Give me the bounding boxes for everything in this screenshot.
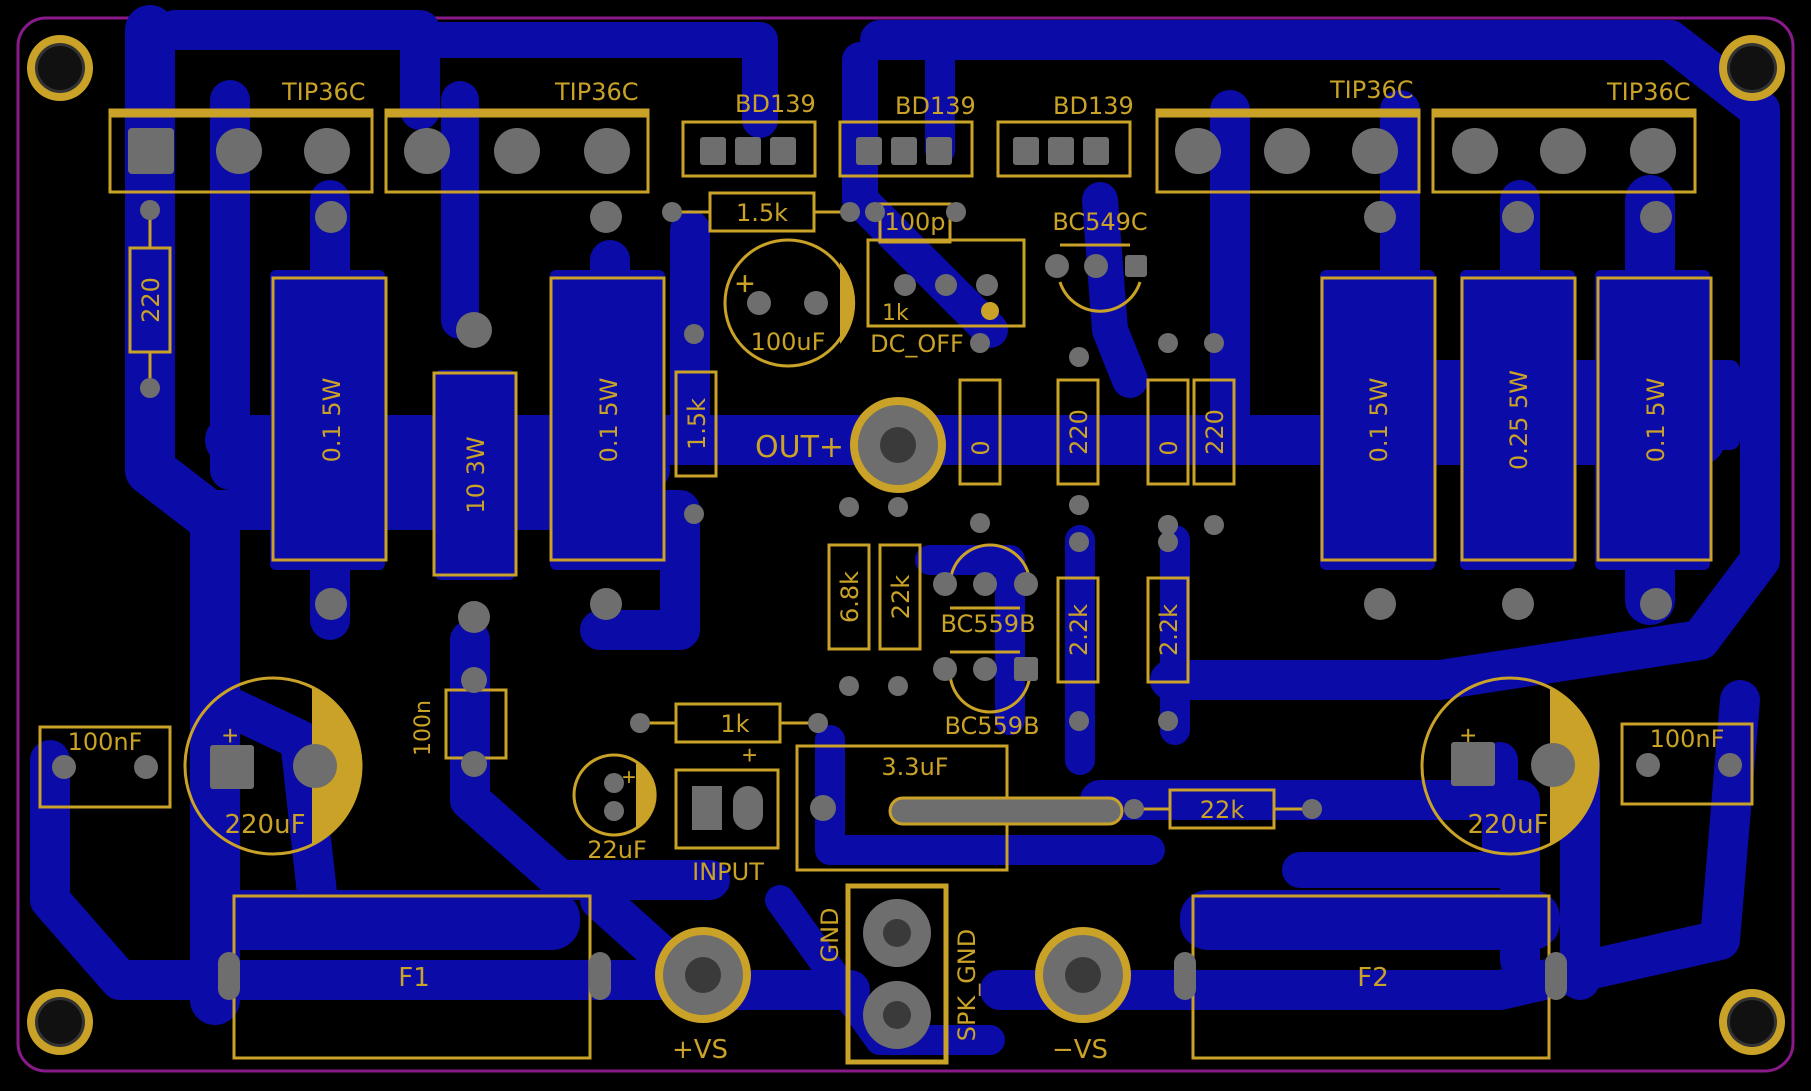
spk-gnd-label: SPK_GND: [953, 929, 981, 1041]
capacitor-3-3uf: [795, 744, 1124, 872]
bc559b-transistors: [948, 543, 1032, 714]
resistor-label-10-3w: 10 3W: [462, 436, 490, 513]
out-plus-label: OUT+: [755, 430, 844, 465]
svg-text:+: +: [622, 764, 636, 791]
resistor-label-2-2k-left: 2.2k: [1065, 604, 1093, 656]
resistor-label-220-b: 220: [1201, 409, 1229, 455]
ground-connector: [845, 883, 949, 1065]
capacitor-label-220uf-right: 220uF: [1467, 810, 1548, 840]
resistor-label-0-b: 0: [1155, 440, 1183, 455]
resistor-label-6-8k: 6.8k: [836, 571, 864, 623]
resistor-label-1-5k-top: 1.5k: [736, 199, 788, 227]
tip36c-label-4: TIP36C: [1606, 78, 1691, 106]
through-hole-pads: [52, 200, 1742, 821]
bc559b-label-a: BC559B: [940, 610, 1035, 638]
power-resistor-outlines: [271, 276, 1713, 577]
bc549c-label: BC549C: [1052, 208, 1147, 236]
tip36c-label-2: TIP36C: [554, 78, 639, 106]
svg-text:+: +: [742, 740, 757, 770]
resistor-label-22k-b: 22k: [1200, 796, 1245, 824]
power-terminal-positive: [655, 927, 751, 1023]
bc559b-label-b: BC559B: [944, 712, 1039, 740]
bd139-label-1: BD139: [735, 90, 816, 118]
resistor-label-1-5k-vertical: 1.5k: [683, 398, 711, 450]
bd139-label-3: BD139: [1053, 92, 1134, 120]
pot-label-1k: 1k: [882, 301, 909, 326]
capacitor-label-3-3uf: 3.3uF: [881, 753, 948, 781]
input-connector: +: [674, 740, 780, 850]
power-label-negative: −VS: [1052, 1035, 1108, 1065]
power-terminal-negative: [1035, 927, 1131, 1023]
svg-text:+: +: [222, 720, 238, 751]
copper-pours: [200, 270, 1740, 950]
out-plus-terminal: [850, 397, 946, 493]
resistor-label-22k-a: 22k: [887, 575, 915, 620]
capacitor-label-22uf: 22uF: [587, 836, 647, 864]
resistor-label-0-a: 0: [967, 440, 995, 455]
tip36c-outlines: [108, 108, 1697, 194]
resistor-label-01a: 0.1 5W: [318, 378, 346, 463]
bd139-label-2: BD139: [895, 92, 976, 120]
fuse-pads: [218, 952, 1567, 1000]
bd139-pads: [700, 137, 1109, 165]
capacitor-label-100nf-right: 100nF: [1650, 725, 1725, 753]
resistor-label-1k: 1k: [720, 710, 749, 738]
resistor-label-2-2k-right: 2.2k: [1155, 604, 1183, 656]
pot-label-dc-off: DC_OFF: [870, 330, 964, 358]
fuse-label-f1: F1: [398, 963, 430, 993]
trimmer-pot: [866, 202, 1026, 328]
input-label: INPUT: [692, 858, 764, 886]
capacitor-label-100n: 100n: [411, 700, 436, 756]
capacitor-label-100uf: 100uF: [751, 328, 826, 356]
tip36c-label-1: TIP36C: [281, 78, 366, 106]
svg-text:+: +: [735, 265, 755, 303]
power-label-positive: +VS: [672, 1035, 728, 1065]
resistor-label-220-left: 220: [137, 277, 165, 323]
bd139-outlines: [681, 120, 1132, 178]
fuse-label-f2: F2: [1357, 963, 1389, 993]
resistor-label-220-a: 220: [1065, 409, 1093, 455]
tip36c-label-3: TIP36C: [1329, 76, 1414, 104]
capacitor-label-100p: 100p: [884, 208, 945, 236]
mounting-holes: [27, 35, 1785, 1055]
resistor-label-01d: 0.1 5W: [1642, 378, 1670, 463]
small-resistor-outlines: [128, 191, 1312, 830]
tip36c-pads: [128, 128, 1676, 174]
bc549c-transistor: [1058, 243, 1142, 313]
resistor-label-025: 0.25 5W: [1505, 370, 1533, 470]
resistor-label-01b: 0.1 5W: [595, 378, 623, 463]
capacitor-label-100nf-left: 100nF: [68, 728, 143, 756]
capacitor-22uf: +: [572, 753, 657, 837]
resistor-label-01c: 0.1 5W: [1365, 378, 1393, 463]
capacitor-100uf: +: [723, 238, 856, 368]
capacitor-label-220uf-left: 220uF: [224, 810, 305, 840]
gnd-label: GND: [816, 907, 844, 962]
